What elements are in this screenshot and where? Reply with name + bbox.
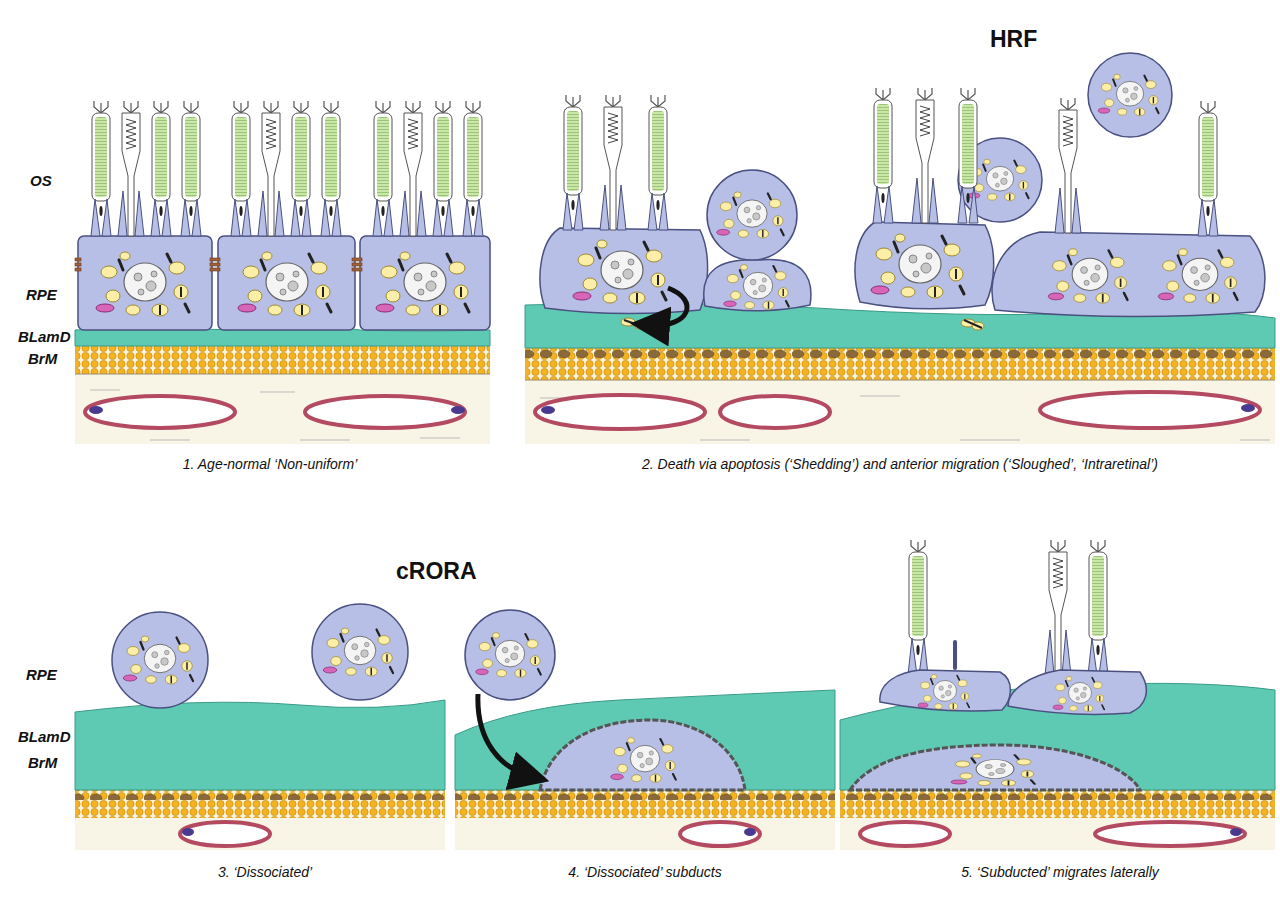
layer-label: BrM (28, 350, 57, 368)
layer-label: OS (30, 172, 52, 190)
layer-label: BLamD (18, 328, 71, 346)
layer-label: BLamD (18, 728, 71, 746)
stage-label: HRF (990, 26, 1037, 54)
layer-label: RPE (26, 666, 57, 684)
stage-label: cRORA (396, 558, 477, 586)
panel-caption: 5. ‘Subducted’ migrates laterally (961, 864, 1159, 881)
panel-caption: 1. Age-normal ‘Non-uniform’ (183, 456, 358, 473)
panel-caption: 3. ‘Dissociated’ (218, 864, 312, 881)
panel-caption: 2. Death via apoptosis (‘Shedding’) and … (642, 456, 1158, 473)
panel-caption: 4. ‘Dissociated’ subducts (568, 864, 721, 881)
layer-label: RPE (26, 286, 57, 304)
layer-label: BrM (28, 754, 57, 772)
